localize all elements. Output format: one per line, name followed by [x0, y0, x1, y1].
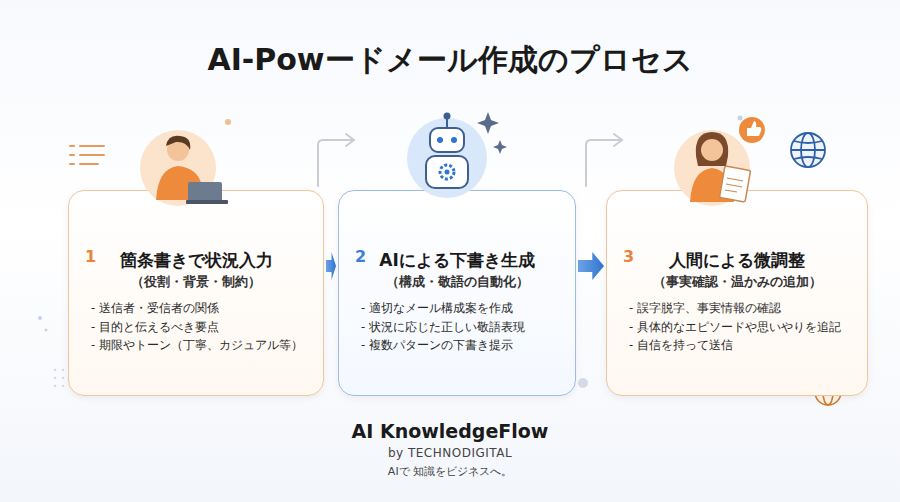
step-bullet: - 送信者・受信者の関係 — [83, 299, 309, 317]
step-bullet: - 期限やトーン（丁寧、カジュアル等） — [83, 336, 309, 354]
card-content: AIによる下書き生成（構成・敬語の自動化） - 適切なメール構成案を作成- 状況に… — [339, 191, 575, 369]
step-bullet: - 具体的なエピソードや思いやりを追記 — [621, 318, 853, 336]
dots — [38, 116, 855, 389]
step-number: 1 — [85, 247, 96, 266]
step-heading: 箇条書きで状況入力 — [83, 249, 309, 272]
brand-tagline: AIで 知識をビジネスへ。 — [0, 464, 900, 479]
step-number: 3 — [623, 247, 634, 266]
thumbs-up-bubble — [739, 117, 765, 143]
flow-arrow — [578, 252, 604, 280]
person-at-laptop-illustration — [140, 130, 228, 206]
step-bullet: - 自信を持って送信 — [621, 336, 853, 354]
step-heading: 人間による微調整 — [621, 249, 853, 272]
step-bullet: - 誤字脱字、事実情報の確認 — [621, 299, 853, 317]
step-subheading: （事実確認・温かみの追加） — [621, 272, 853, 292]
process-card: 人間による微調整（事実確認・温かみの追加） - 誤字脱字、事実情報の確認- 具体的… — [606, 190, 868, 396]
process-card: 箇条書きで状況入力（役割・背景・制約） - 送信者・受信者の関係- 目的と伝えるべ… — [68, 190, 324, 396]
process-card: AIによる下書き生成（構成・敬語の自動化） - 適切なメール構成案を作成- 状況に… — [338, 190, 576, 396]
step-subheading: （役割・背景・制約） — [83, 272, 309, 292]
card-content: 人間による微調整（事実確認・温かみの追加） - 誤字脱字、事実情報の確認- 具体的… — [607, 191, 867, 369]
globe-icon — [791, 133, 825, 167]
step-subheading: （構成・敬語の自動化） — [353, 272, 561, 292]
arrow-shape — [326, 252, 336, 280]
robot-illustration — [407, 113, 487, 199]
step-bullet: - 目的と伝えるべき要点 — [83, 318, 309, 336]
person-with-document-illustration — [674, 130, 751, 206]
flow-arrow — [326, 252, 336, 280]
step-heading: AIによる下書き生成 — [353, 249, 561, 272]
list-lines-icon — [70, 146, 104, 164]
diagram-title: AI-Powードメール作成のプロセス — [0, 40, 900, 81]
step-number: 2 — [355, 247, 366, 266]
brand-byline: by TECHNODIGITAL — [0, 446, 900, 460]
arrow-shape — [578, 252, 604, 280]
brand-name: AI KnowledgeFlow — [0, 420, 900, 442]
step-bullet: - 適切なメール構成案を作成 — [353, 299, 561, 317]
card-content: 箇条書きで状況入力（役割・背景・制約） - 送信者・受信者の関係- 目的と伝えるべ… — [69, 191, 323, 369]
step-bullet: - 複数パターンの下書き提示 — [353, 336, 561, 354]
step-bullet: - 状況に応じた正しい敬語表現 — [353, 318, 561, 336]
